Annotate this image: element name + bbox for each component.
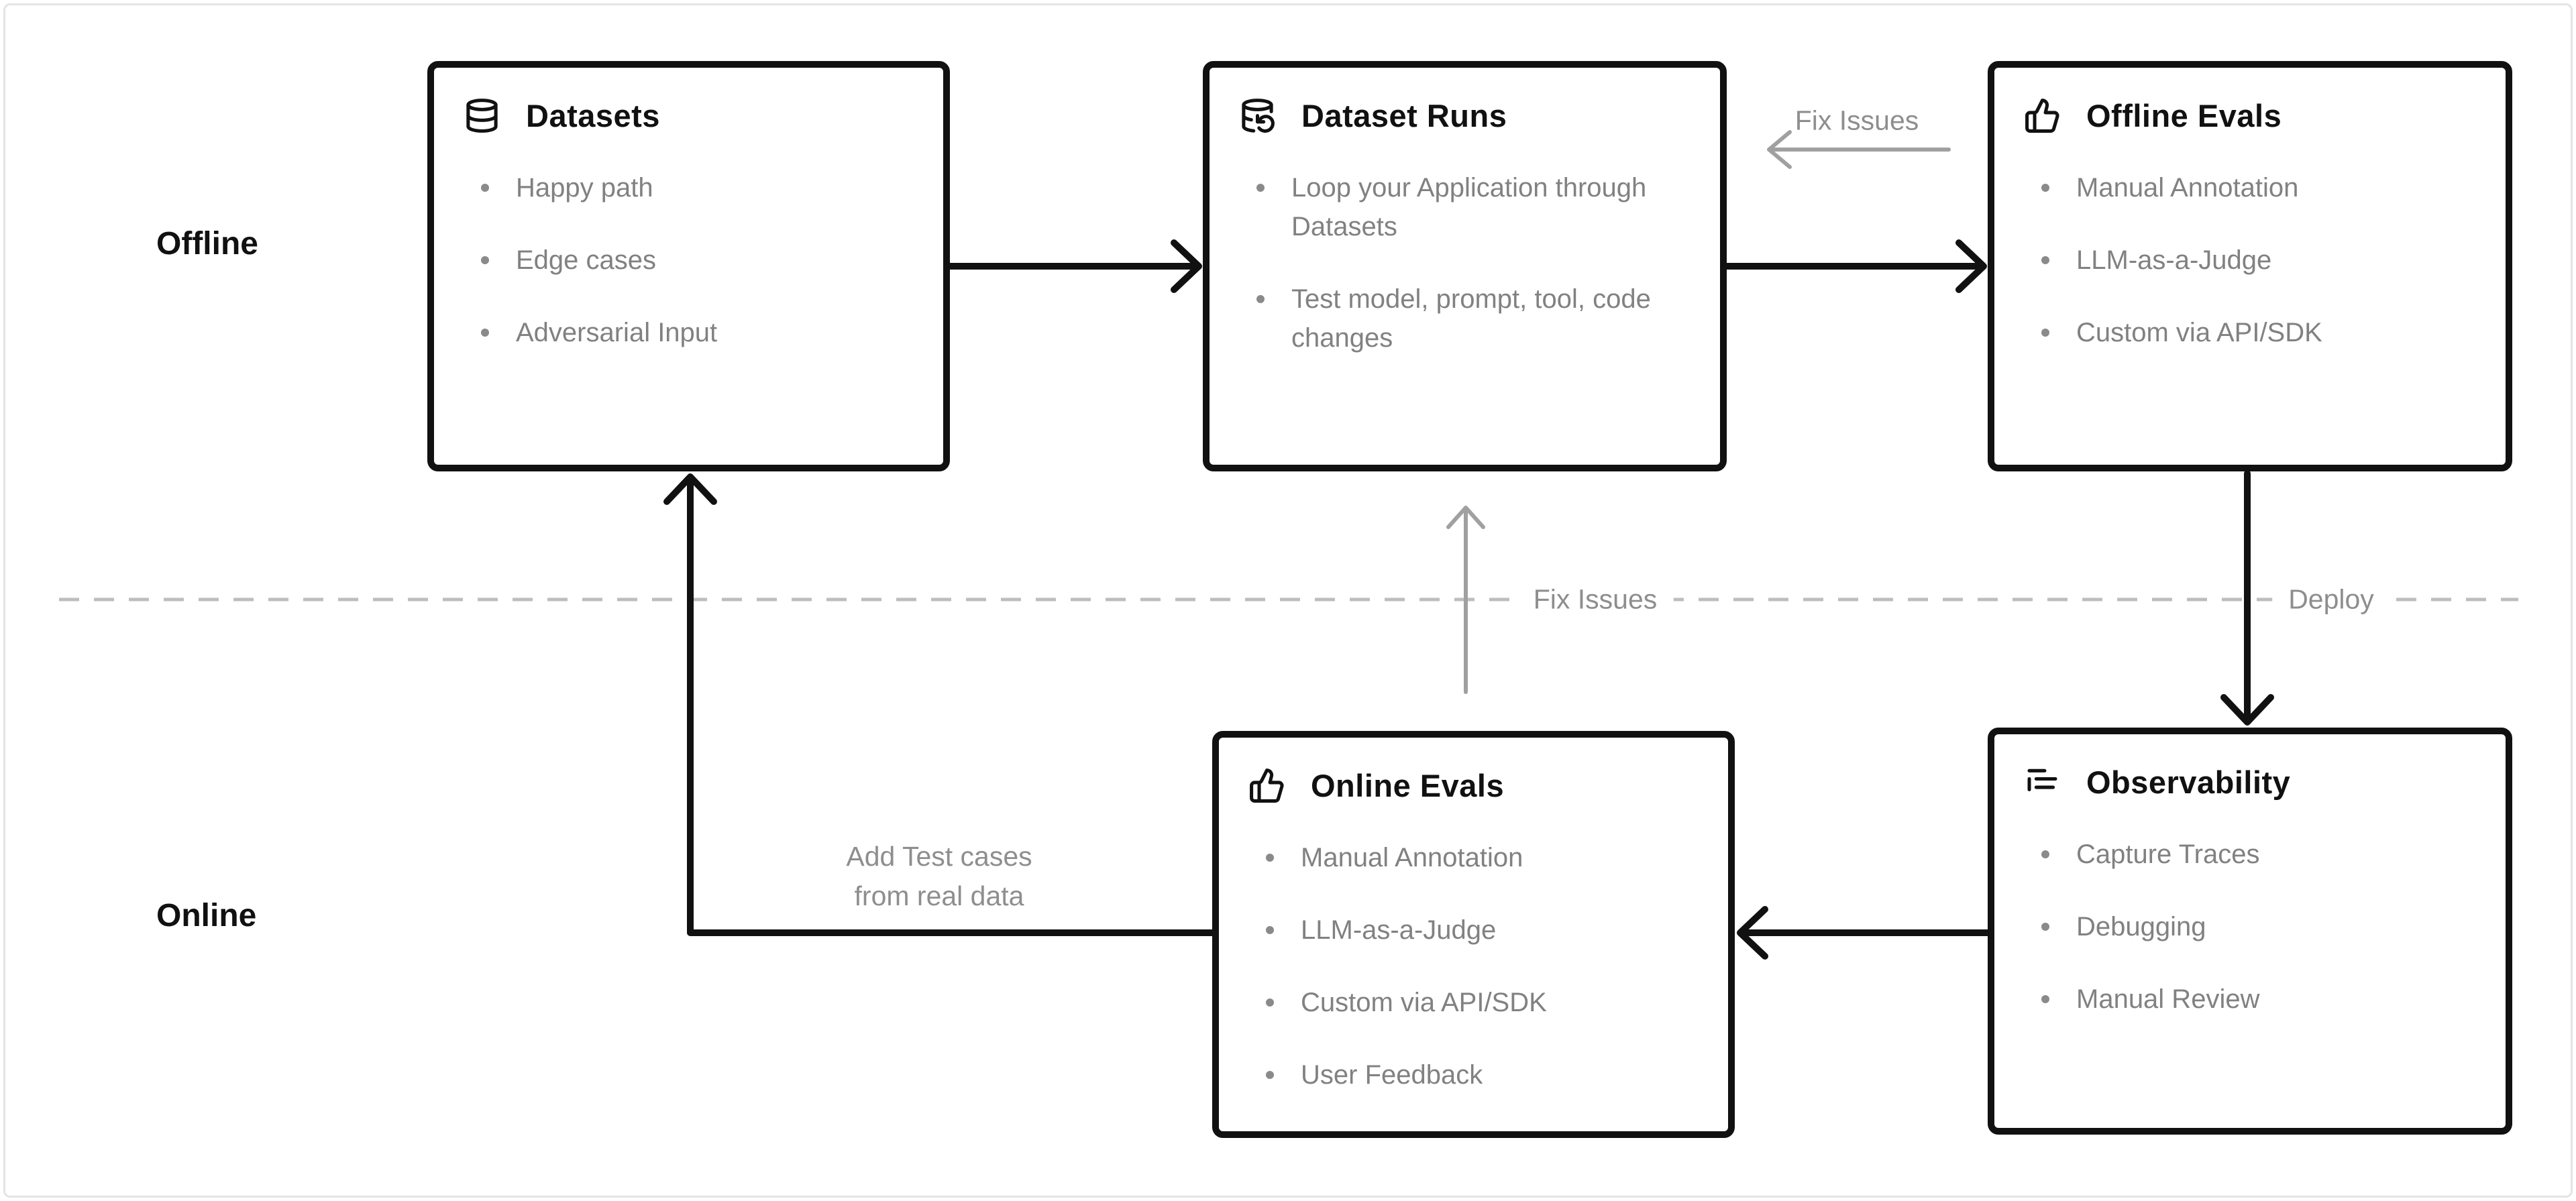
bullet-list: Happy path Edge cases Adversarial Input: [464, 168, 919, 352]
thumbs-up-icon: [2024, 97, 2061, 134]
box-title: Datasets: [526, 97, 660, 133]
bullet-list: Loop your Application through Datasets T…: [1239, 168, 1696, 357]
bullet-item: Manual Annotation: [2041, 168, 2438, 207]
bullet-item: Manual Review: [2041, 980, 2438, 1019]
fix-issues-middle-label: Fix Issues: [1517, 583, 1674, 616]
arrow-offline-evals-to-observability: [2220, 470, 2274, 726]
bullet-item: Happy path: [481, 168, 878, 207]
bullet-item: Loop your Application through Datasets: [1256, 168, 1654, 246]
offline-evals-title-row: Offline Evals: [2024, 96, 2481, 135]
add-test-cases-line1: Add Test cases: [846, 841, 1032, 872]
offline-section-label: Offline: [156, 226, 258, 262]
bullet-list: Manual Annotation LLM-as-a-Judge Custom …: [1248, 838, 1704, 1094]
fix-issues-top-label: Fix Issues: [1794, 105, 1919, 136]
bullet-item: Edge cases: [481, 241, 878, 280]
database-icon: [464, 97, 500, 134]
bullet-item: Manual Annotation: [1266, 838, 1663, 877]
offline-evals-card: Offline Evals Manual Annotation LLM-as-a…: [1988, 61, 2512, 471]
observability-card: Observability Capture Traces Debugging M…: [1988, 728, 2512, 1135]
dataset-runs-title-row: Dataset Runs: [1239, 96, 1696, 135]
fix-issues-left-arrow: [1767, 130, 1951, 169]
thumbs-up-icon: [1248, 767, 1285, 804]
arrow-observability-to-online-evals: [1737, 906, 1991, 960]
bullet-item: User Feedback: [1266, 1055, 1663, 1094]
database-loop-icon: [1239, 97, 1276, 134]
arrow-dataset-runs-to-offline-evals: [1723, 239, 1987, 293]
arrow-datasets-to-dataset-runs: [947, 239, 1202, 293]
bullet-item: Custom via API/SDK: [1266, 983, 1663, 1022]
add-test-cases-line2: from real data: [854, 880, 1024, 911]
deploy-label: Deploy: [2272, 583, 2390, 616]
box-title: Dataset Runs: [1301, 97, 1507, 133]
bullet-list: Capture Traces Debugging Manual Review: [2024, 835, 2481, 1019]
online-evals-title-row: Online Evals: [1248, 766, 1704, 805]
box-title: Offline Evals: [2086, 97, 2282, 133]
bullet-item: Adversarial Input: [481, 313, 878, 352]
datasets-title-row: Datasets: [464, 96, 919, 135]
online-evals-card: Online Evals Manual Annotation LLM-as-a-…: [1212, 731, 1735, 1138]
dataset-runs-card: Dataset Runs Loop your Application throu…: [1203, 61, 1727, 471]
box-title: Observability: [2086, 764, 2291, 800]
observability-title-row: Observability: [2024, 762, 2481, 801]
add-test-cases-label: Add Test cases from real data: [846, 837, 1032, 916]
bullet-item: Debugging: [2041, 907, 2438, 946]
datasets-card: Datasets Happy path Edge cases Adversari…: [427, 61, 950, 471]
online-section-label: Online: [156, 898, 257, 933]
box-title: Online Evals: [1311, 767, 1505, 803]
arrow-online-evals-to-datasets: [663, 473, 1216, 936]
logs-icon: [2024, 764, 2061, 801]
bullet-item: Custom via API/SDK: [2041, 313, 2438, 352]
bullet-item: Test model, prompt, tool, code changes: [1256, 280, 1654, 357]
bullet-item: LLM-as-a-Judge: [2041, 241, 2438, 280]
bullet-list: Manual Annotation LLM-as-a-Judge Custom …: [2024, 168, 2481, 352]
bullet-item: LLM-as-a-Judge: [1266, 911, 1663, 950]
fix-issues-up-arrow: [1446, 506, 1485, 694]
bullet-item: Capture Traces: [2041, 835, 2438, 874]
